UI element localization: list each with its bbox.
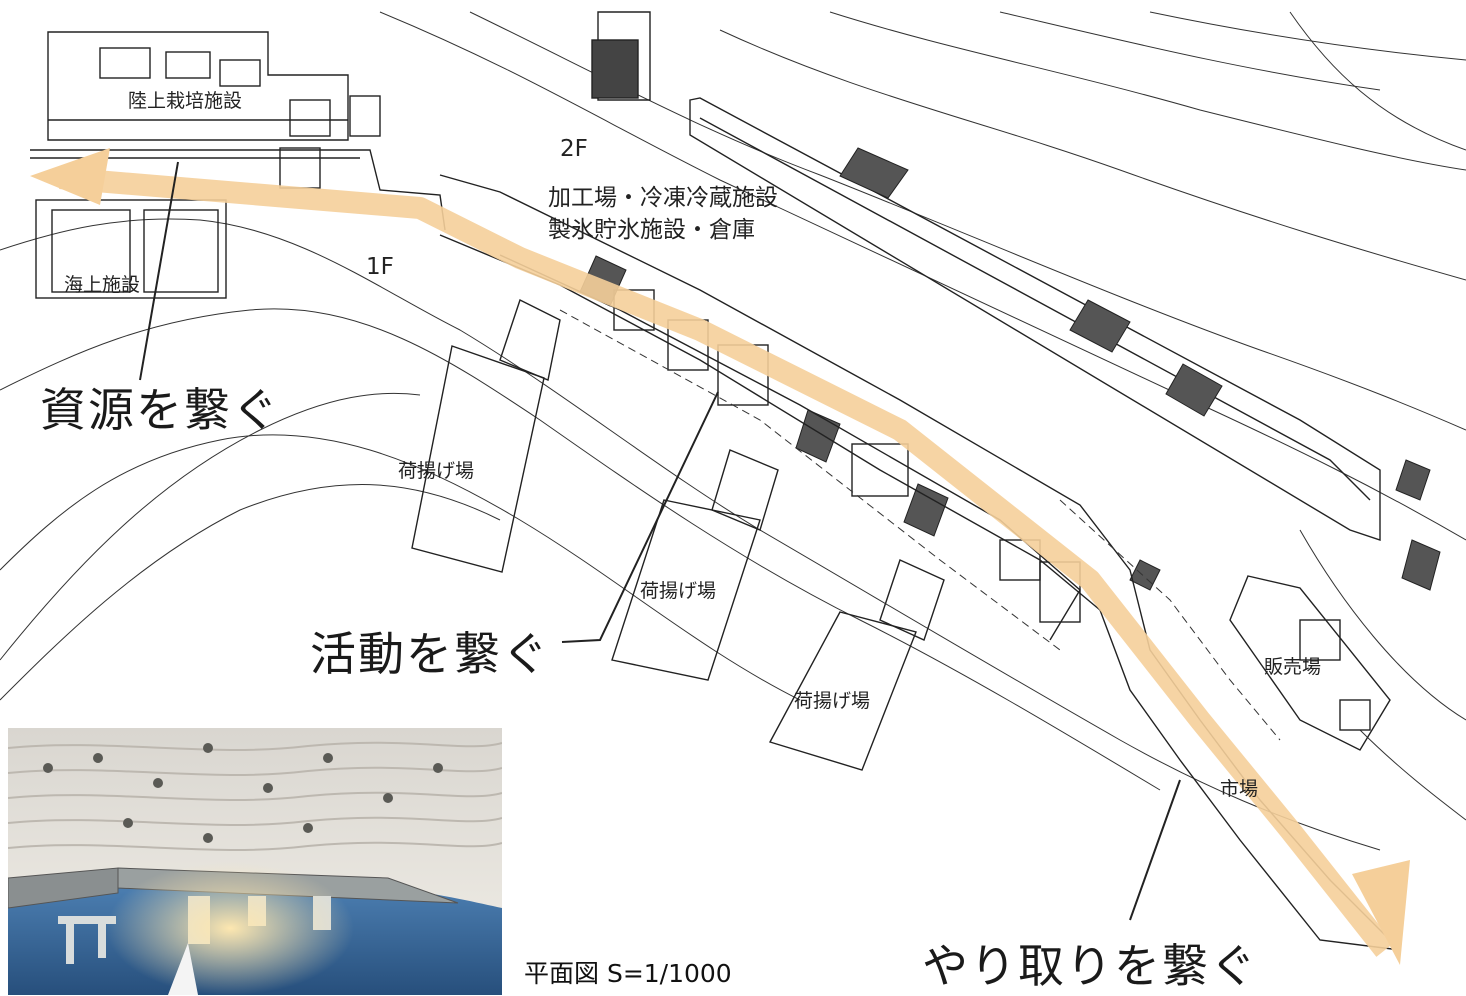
caption-activities: 活動を繋ぐ xyxy=(310,627,550,681)
landing-label-2: 荷揚げ場 xyxy=(640,580,717,602)
landing-label-1: 荷揚げ場 xyxy=(398,460,475,482)
scale-note: 平面図 S=1/1000 xyxy=(524,959,732,988)
landing-label-3: 荷揚げ場 xyxy=(794,690,871,712)
2f-building xyxy=(591,11,1381,541)
dashed-edges xyxy=(559,309,1281,741)
contour-lines xyxy=(0,11,1466,851)
caption-exchange: やり取りを繋ぐ xyxy=(922,939,1258,993)
sales-building-plan xyxy=(1229,575,1391,751)
landing-piers xyxy=(411,299,945,771)
land-facility-label: 陸上栽培施設 xyxy=(128,90,243,112)
sales-label: 販売場 xyxy=(1264,656,1322,678)
model-photo xyxy=(8,728,502,995)
market-label: 市場 xyxy=(1220,778,1259,800)
caption-resources: 資源を繋ぐ xyxy=(40,383,280,437)
processing-label-line1: 加工場・冷凍冷蔵施設 xyxy=(548,185,778,211)
sea-facility-plan xyxy=(35,199,227,299)
floor-2f-label: 2F xyxy=(560,136,588,162)
floor-1f-label: 1F xyxy=(366,254,394,280)
flow-arrow xyxy=(30,148,1410,965)
leader-lines xyxy=(139,161,1181,921)
processing-label-line2: 製氷貯氷施設・倉庫 xyxy=(548,217,755,243)
sea-facility-label: 海上施設 xyxy=(64,274,141,296)
